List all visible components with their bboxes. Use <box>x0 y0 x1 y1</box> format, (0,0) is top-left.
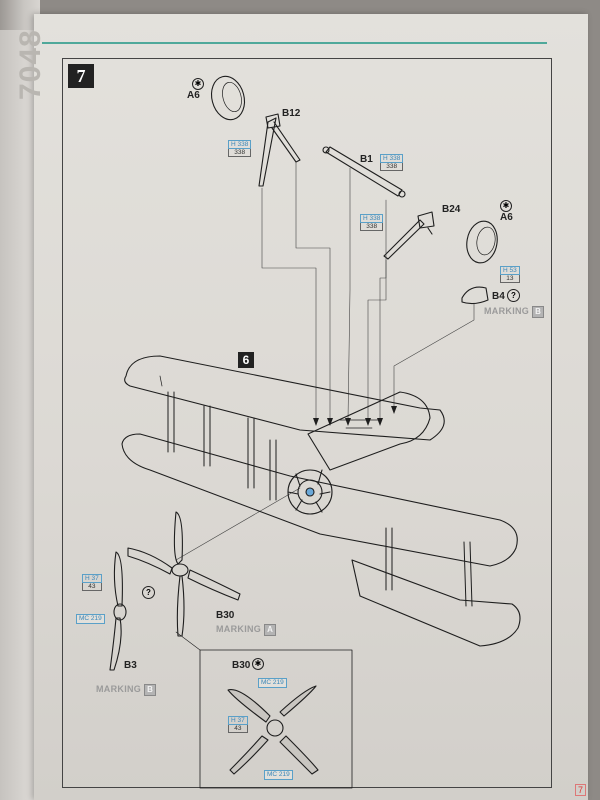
engine <box>287 469 333 515</box>
propeller-detail <box>227 685 319 775</box>
axle-b1-part <box>322 146 406 198</box>
wheel-top-part <box>210 75 246 121</box>
label-b3: B3 <box>124 660 137 671</box>
instruction-sheet <box>34 14 588 800</box>
label-b1: B1 <box>360 154 373 165</box>
paint-ref-mc219: MC 219 <box>76 614 105 624</box>
label-b4: B4 <box>492 291 505 302</box>
upper-wing <box>124 355 445 441</box>
detail-box <box>199 649 353 789</box>
label-b30-detail: B30 <box>232 660 251 671</box>
page-number: 7 <box>574 784 586 796</box>
sub-step-number: 6 <box>238 352 254 368</box>
help-icon: ? <box>507 289 520 302</box>
label-b12: B12 <box>282 108 301 119</box>
previous-page-edge <box>0 30 35 800</box>
wheel-right-part <box>466 220 498 264</box>
star-icon: ✱ <box>192 78 204 90</box>
star-icon: ✱ <box>500 200 512 212</box>
strut-b24-part <box>383 211 435 260</box>
part-b4 <box>461 286 489 305</box>
propeller-b30-part <box>127 511 241 637</box>
label-b24: B24 <box>442 204 461 215</box>
label-a6-right: A6 <box>500 212 513 223</box>
strut-b12-part <box>258 113 301 187</box>
propeller-b3-part <box>109 551 127 671</box>
help-icon: ? <box>142 586 155 599</box>
star-icon: ✱ <box>252 658 264 670</box>
header-rule <box>42 42 547 44</box>
paint-ref-mc219: MC 219 <box>264 770 293 780</box>
fuselage <box>307 391 431 471</box>
paint-ref-mc219: MC 219 <box>258 678 287 688</box>
step-number: 7 <box>68 64 94 88</box>
label-b30: B30 <box>216 610 235 621</box>
lower-wing <box>121 433 518 567</box>
step-frame <box>62 58 552 788</box>
label-a6-top: A6 <box>187 90 200 101</box>
